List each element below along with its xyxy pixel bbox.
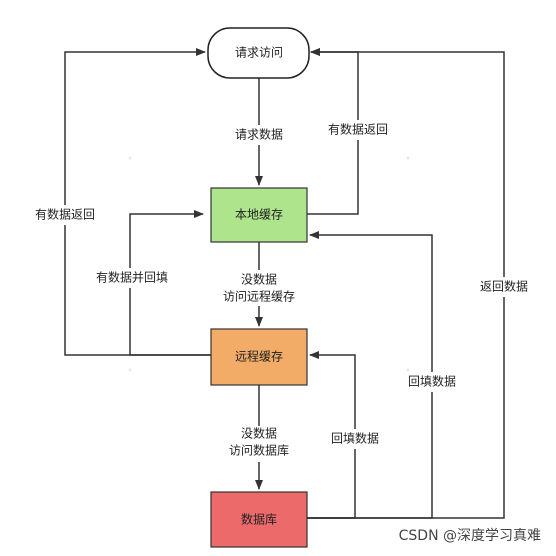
- edge-label-remote-hit-return: 有数据返回: [35, 207, 95, 222]
- node-database-label: 数据库: [241, 512, 277, 527]
- node-remote-cache: 远程缓存: [210, 328, 308, 386]
- background-dots: [128, 156, 410, 372]
- edge-label-remote-hit-backfill: 有数据并回填: [96, 270, 168, 285]
- edge-label-request-data: 请求数据: [235, 127, 283, 142]
- node-local-cache: 本地缓存: [210, 187, 308, 243]
- watermark: CSDN @深度学习真难: [399, 528, 541, 544]
- edge-label-db-backfill-remote: 回填数据: [331, 431, 379, 446]
- edge-labels: 请求数据 有数据返回 有数据返回 有数据并回填 没数据 访问远程缓存 没数据 访…: [28, 120, 534, 462]
- node-request: 请求访问: [207, 27, 310, 79]
- node-local-cache-label: 本地缓存: [235, 208, 283, 222]
- edge-label-local-hit-return: 有数据返回: [328, 122, 388, 137]
- node-database: 数据库: [210, 491, 308, 548]
- edge-label-db-backfill-local: 回填数据: [408, 374, 456, 389]
- node-request-label: 请求访问: [235, 46, 283, 60]
- edge-label-remote-miss-line1: 没数据: [241, 426, 277, 441]
- edge-label-local-miss-line1: 没数据: [241, 272, 277, 287]
- edge-label-db-return: 返回数据: [480, 279, 528, 294]
- edge-label-remote-miss-line2: 访问数据库: [229, 443, 289, 458]
- node-remote-cache-label: 远程缓存: [235, 349, 283, 364]
- edge-label-local-miss-line2: 访问远程缓存: [223, 289, 295, 304]
- edge-remote-return-to-request: [64, 48, 212, 356]
